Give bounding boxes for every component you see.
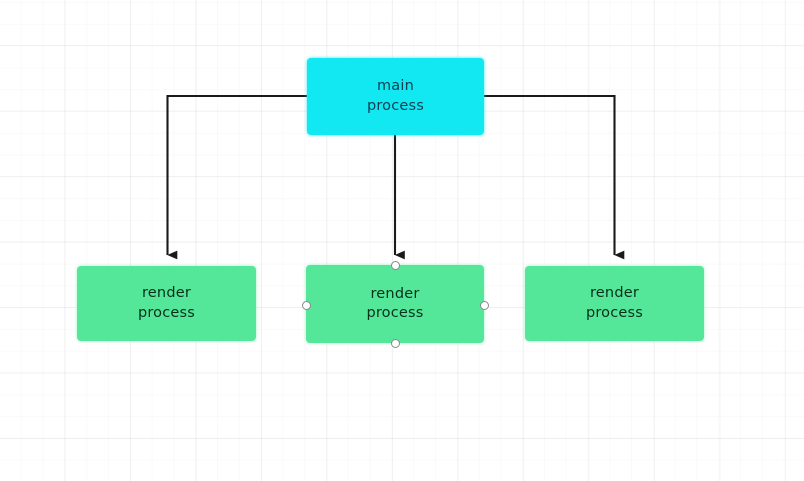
node-render-process-right[interactable]: render process xyxy=(525,266,704,341)
edge-main-to-right xyxy=(484,94,625,260)
connection-handle-right[interactable] xyxy=(479,300,489,310)
node-label-line2: process xyxy=(366,305,424,321)
node-label-line1: main xyxy=(376,78,415,95)
node-label-line2: process xyxy=(366,97,425,114)
node-label-line1: render xyxy=(141,285,192,302)
connection-handle-top[interactable] xyxy=(390,260,400,270)
connection-handle-left[interactable] xyxy=(301,300,311,310)
node-render-process-center[interactable]: render process xyxy=(306,265,484,343)
node-label-line2: process xyxy=(585,304,644,321)
node-label-line1: render xyxy=(589,285,640,302)
node-main-process[interactable]: main process xyxy=(307,58,484,135)
edge-main-to-left xyxy=(166,94,307,260)
node-label-line1: render xyxy=(370,285,420,302)
node-label-line2: process xyxy=(137,304,196,321)
connection-handle-bottom[interactable] xyxy=(390,338,400,348)
node-render-process-left[interactable]: render process xyxy=(77,266,256,341)
